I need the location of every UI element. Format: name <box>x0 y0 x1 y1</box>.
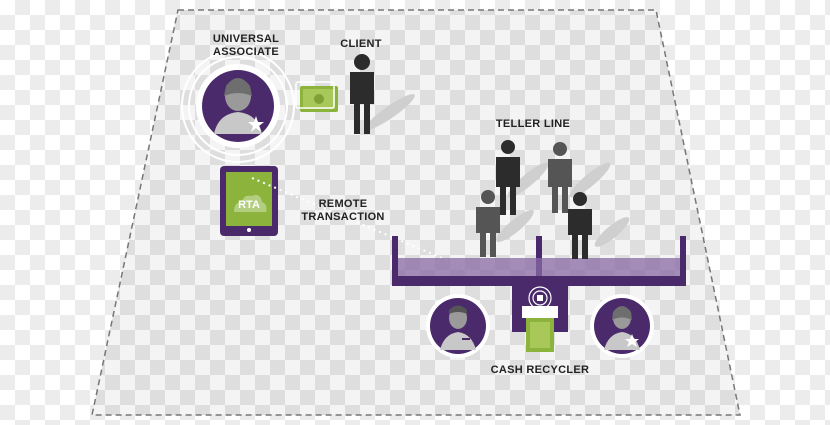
universal-associate-counter-badge <box>590 294 654 358</box>
remote-transaction-label-line1: REMOTE <box>319 198 368 210</box>
rta-label: RTA <box>238 199 260 211</box>
person-tie-icon <box>440 305 476 350</box>
banknote-icon <box>295 81 338 112</box>
universal-associate-label-line1: UNIVERSAL <box>213 33 279 45</box>
person-star-icon <box>604 306 640 350</box>
floor-plane <box>91 9 741 416</box>
client-figure <box>350 54 415 134</box>
remote-transaction-label-line2: TRANSACTION <box>301 211 384 223</box>
teller-badge <box>426 294 490 358</box>
teller-line-label: TELLER LINE <box>496 118 570 130</box>
universal-associate-badge <box>181 49 295 163</box>
tablet-icon: RTA <box>220 166 278 236</box>
cash-recycler-icon <box>512 286 568 352</box>
person-star-icon <box>214 78 264 134</box>
teller-line-figures <box>476 140 630 259</box>
universal-associate-label-line2: ASSOCIATE <box>213 46 279 58</box>
client-label: CLIENT <box>340 38 382 50</box>
teller-counter <box>392 236 686 286</box>
cash-recycler-label: CASH RECYCLER <box>491 364 590 376</box>
